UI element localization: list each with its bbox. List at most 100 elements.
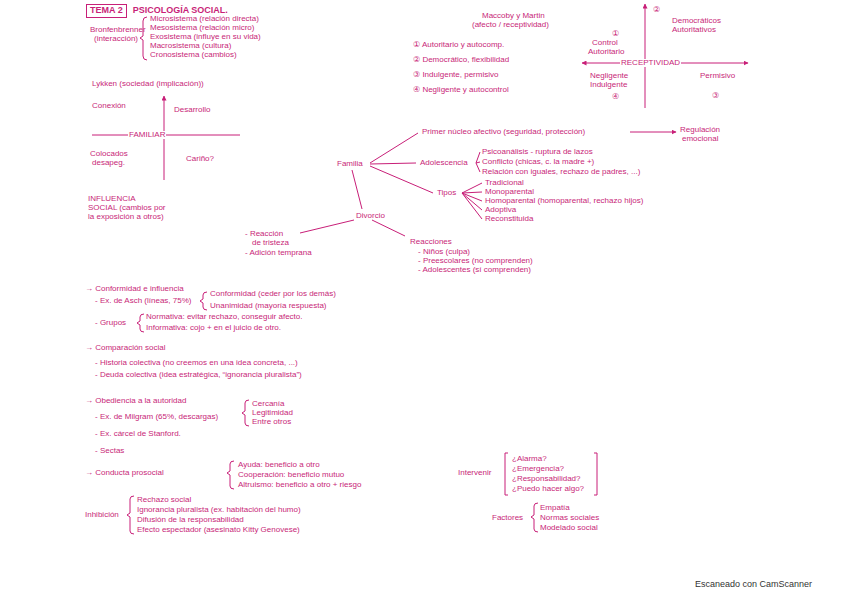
note-text: Divorcio — [356, 212, 385, 220]
scanner-watermark: Escaneado con CamScanner — [695, 580, 812, 589]
note-text: Inhibición — [85, 511, 119, 519]
note-text: Desarrollo — [174, 106, 210, 114]
note-text: - Deuda colectiva (idea estratégica, “ig… — [95, 371, 302, 379]
note-text: ¿Alarma? — [512, 455, 547, 463]
topic-label: TEMA 2 — [90, 5, 123, 15]
note-text: ③ — [712, 92, 719, 100]
note-text: ③ Indulgente, permisivo — [413, 71, 498, 79]
note-text: Negligente — [590, 72, 628, 80]
note-text: Empatía — [540, 504, 570, 512]
note-text: - Adolescentes (sí comprenden) — [418, 266, 531, 274]
note-text: - Sectas — [95, 447, 124, 455]
note-text: Ignorancia pluralista (ex. habitación de… — [137, 506, 301, 514]
note-text: → Conducta prosocial — [85, 469, 164, 477]
note-text: ② — [653, 6, 660, 14]
note-text: Bronfenbrenner — [90, 26, 146, 34]
bracket — [505, 453, 508, 495]
note-text: Difusión de la responsabilidad — [137, 516, 244, 524]
note-text: Autoritario — [588, 48, 624, 56]
branch-line — [370, 166, 433, 193]
note-text: ④ Negligente y autocontrol — [413, 86, 509, 94]
note-text: la exposición a otros) — [88, 213, 164, 221]
note-text: - Historia colectiva (no creemos en una … — [95, 359, 298, 367]
note-text: Macrosistema (cultura) — [150, 42, 231, 50]
note-text: ¿Emergencia? — [512, 465, 564, 473]
note-text: Autoritativos — [672, 26, 716, 34]
note-text: ① Autoritario y autocomp. — [413, 41, 504, 49]
note-text: Reacciones — [410, 238, 452, 246]
bracket — [531, 503, 538, 532]
note-text: ¿Responsabilidad? — [512, 475, 581, 483]
note-text: Monoparental — [485, 188, 534, 196]
note-text: Lykken (sociedad (implicación)) — [92, 80, 204, 88]
note-text: - Grupos — [95, 319, 126, 327]
branch-line — [352, 170, 362, 209]
note-text: - Preescolares (no comprenden) — [418, 257, 533, 265]
note-text: - Ex. de Milgram (65%, descargas) — [95, 413, 218, 421]
note-text: ① — [612, 30, 619, 38]
note-text: Reconstituida — [485, 215, 533, 223]
note-text: - Ex. cárcel de Stanford. — [95, 430, 181, 438]
note-text: Tradicional — [485, 179, 524, 187]
note-text: ¿Puedo hacer algo? — [512, 485, 584, 493]
bracket — [594, 453, 597, 495]
note-text: Unanimidad (mayoría respuesta) — [210, 302, 327, 310]
branch-line — [462, 183, 482, 219]
bracket — [242, 400, 249, 426]
bracket — [137, 314, 144, 332]
note-text: Normativa: evitar rechazo, conseguir afe… — [146, 313, 303, 321]
note-text: Relación con iguales, rechazo de padres,… — [482, 168, 640, 176]
note-text: → Obediencia a la autoridad — [85, 397, 186, 405]
note-text: → Comparación social — [85, 344, 165, 352]
branch-line — [476, 152, 480, 172]
note-text: - Reacción — [245, 230, 283, 238]
branch-line — [300, 220, 354, 233]
branch-line — [372, 220, 405, 236]
note-text: INFLUENCIA — [88, 195, 136, 203]
note-text: Indulgente — [590, 81, 627, 89]
branch-line — [370, 163, 416, 164]
note-text: RECEPTIVIDAD — [620, 59, 681, 67]
bracket — [140, 17, 147, 60]
note-text: Rechazo social — [137, 496, 191, 504]
topic-box: TEMA 2 — [86, 4, 127, 18]
note-text: Psicoanálisis - ruptura de lazos — [482, 148, 593, 156]
note-text: Informativa: cojo + en el juicio de otro… — [146, 324, 281, 332]
note-text: de tristeza — [252, 239, 289, 247]
note-text: Adolescencia — [420, 159, 468, 167]
note-text: Regulación — [680, 126, 720, 134]
note-text: - Ex. de Asch (líneas, 75%) — [95, 297, 192, 305]
note-text: SOCIAL (cambios por — [88, 204, 166, 212]
note-text: - Niños (culpa) — [418, 248, 470, 256]
note-text: Adoptiva — [485, 206, 516, 214]
arrow-line — [630, 132, 676, 133]
note-text: Ayuda: beneficio a otro — [238, 461, 320, 469]
bracket — [227, 461, 234, 489]
note-text: Conflicto (chicas, c. la madre +) — [482, 158, 594, 166]
note-text: (interacción) — [94, 35, 138, 43]
note-text: → Conformidad e influencia — [85, 285, 184, 293]
note-text: Cooperación: beneficio mutuo — [238, 471, 344, 479]
bracket — [200, 292, 207, 310]
note-text: Legitimidad — [252, 409, 293, 417]
note-text: Conformidad (ceder por los demás) — [210, 290, 336, 298]
note-text: Entre otros — [252, 418, 291, 426]
note-text: Democráticos — [672, 17, 721, 25]
note-text: Homoparental (homoparental, rechazo hijo… — [485, 197, 643, 205]
note-text: Cariño? — [186, 155, 214, 163]
note-text: Permisivo — [700, 72, 735, 80]
note-text: ② Democrático, flexibilidad — [413, 56, 509, 64]
note-text: Conexión — [92, 102, 126, 110]
note-text: Maccoby y Martin — [482, 12, 545, 20]
note-text: ④ — [612, 93, 619, 101]
note-text: (afecto / receptividad) — [472, 21, 549, 29]
note-text: Altruismo: beneficio a otro + riesgo — [238, 481, 361, 489]
note-text: Colocados — [90, 150, 128, 158]
note-text: Familia — [337, 160, 363, 168]
note-text: Exosistema (influye en su vida) — [150, 33, 261, 41]
note-text: Modelado social — [540, 524, 598, 532]
axis-line — [645, 4, 646, 108]
note-text: desapeg. — [92, 159, 125, 167]
note-text: Primer núcleo afectivo (seguridad, prote… — [422, 128, 585, 136]
note-text: - Adición temprana — [245, 249, 312, 257]
